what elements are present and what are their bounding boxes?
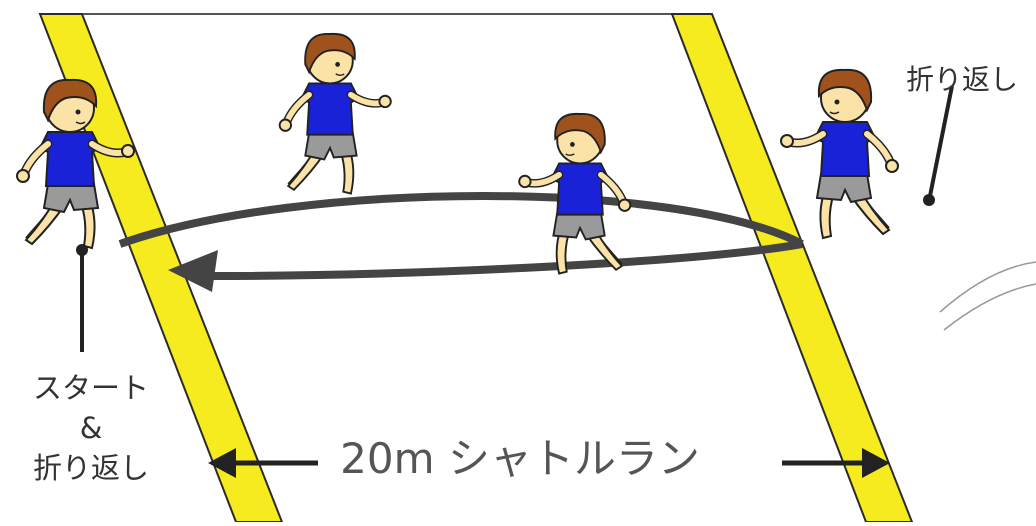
ampersand-label: & <box>79 411 103 445</box>
runner-2 <box>280 34 391 194</box>
path-arrowhead <box>168 250 218 292</box>
runner-turn <box>781 70 898 238</box>
path-return <box>209 240 803 280</box>
decor-stroke <box>939 261 1036 313</box>
turnaround-label-right: 折り返し <box>906 63 1019 96</box>
distance-label: 20m シャトルラン <box>330 425 710 486</box>
path-outbound <box>118 192 804 248</box>
start-label: スタート <box>32 371 149 405</box>
turnaround-label-left: 折り返し <box>32 451 149 485</box>
pointer-right <box>928 85 954 197</box>
start-turnaround-label: スタート & 折り返し <box>16 368 166 488</box>
